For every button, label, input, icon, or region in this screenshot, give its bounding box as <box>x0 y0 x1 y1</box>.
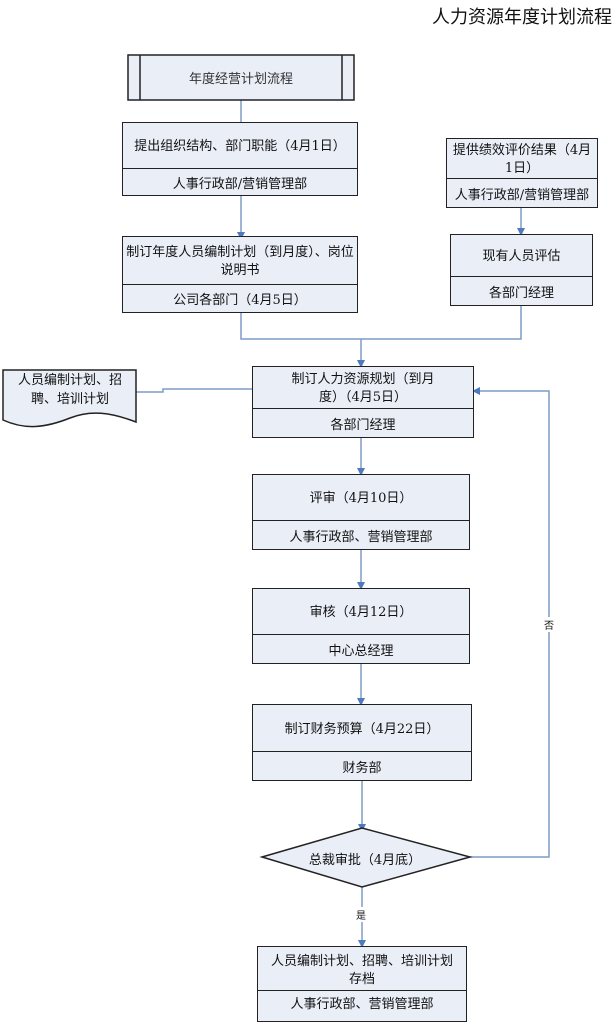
step-staff-evaluation[interactable]: 现有人员评估 各部门经理 <box>450 234 593 306</box>
step-task: 审核（4月12日） <box>309 605 413 620</box>
step-task: 评审（4月10日） <box>309 491 413 506</box>
step-owner: 人事行政部/营销管理部 <box>447 178 597 207</box>
step-propose-structure[interactable]: 提出组织结构、部门职能（4月1日） 人事行政部/营销管理部 <box>122 122 358 196</box>
start-label: 年度经营计划流程 <box>188 72 293 87</box>
document-label: 人员编制计划、招聘、培训计划 <box>17 373 122 407</box>
step-task: 制订年度人员编制计划（到月度）、岗位说明书 <box>126 245 354 278</box>
step-owner: 各部门经理 <box>451 276 592 305</box>
step-owner: 人事行政部、营销管理部 <box>253 520 469 549</box>
decision-shape <box>259 827 473 888</box>
step-financial-budget[interactable]: 制订财务预算（4月22日） 财务部 <box>252 704 472 781</box>
step-task: 制订财务预算（4月22日） <box>284 721 440 737</box>
step-owner: 人事行政部、营销管理部 <box>258 990 466 1021</box>
step-owner: 人事行政部/营销管理部 <box>123 168 357 195</box>
connector-doc-s5 <box>136 388 252 393</box>
step-owner: 中心总经理 <box>253 634 469 663</box>
step-review[interactable]: 评审（4月10日） 人事行政部、营销管理部 <box>252 474 470 550</box>
step-hr-planning[interactable]: 制订人力资源规划（到月度）（4月5日） 各部门经理 <box>252 366 474 438</box>
step-archive[interactable]: 人员编制计划、招聘、培训计划存档 人事行政部、营销管理部 <box>257 946 467 1022</box>
step-task: 提出组织结构、部门职能（4月1日） <box>134 139 346 154</box>
connector-decision-no <box>470 387 550 858</box>
step-performance-results[interactable]: 提供绩效评价结果（4月1日） 人事行政部/营销管理部 <box>446 138 598 208</box>
step-task: 现有人员评估 <box>482 249 561 264</box>
step-staffing-plan[interactable]: 制订年度人员编制计划（到月度）、岗位说明书 公司各部门（4月5日） <box>122 236 358 313</box>
connector-s2-s5 <box>240 306 522 340</box>
step-task: 提供绩效评价结果（4月1日） <box>452 143 592 176</box>
step-task: 制订人力资源规划（到月度）（4月5日） <box>291 372 435 405</box>
no-label: 否 <box>544 617 554 632</box>
step-owner: 各部门经理 <box>253 408 473 437</box>
step-task: 人员编制计划、招聘、培训计划存档 <box>270 954 453 987</box>
step-owner: 财务部 <box>253 751 471 780</box>
decision-label: 总裁审批（4月底） <box>308 853 422 868</box>
document-shape <box>2 369 137 428</box>
yes-label: 是 <box>356 907 366 922</box>
page-title: 人力资源年度计划流程 <box>432 7 612 28</box>
start-shape <box>127 54 355 101</box>
step-audit[interactable]: 审核（4月12日） 中心总经理 <box>252 588 470 664</box>
step-owner: 公司各部门（4月5日） <box>123 284 357 312</box>
